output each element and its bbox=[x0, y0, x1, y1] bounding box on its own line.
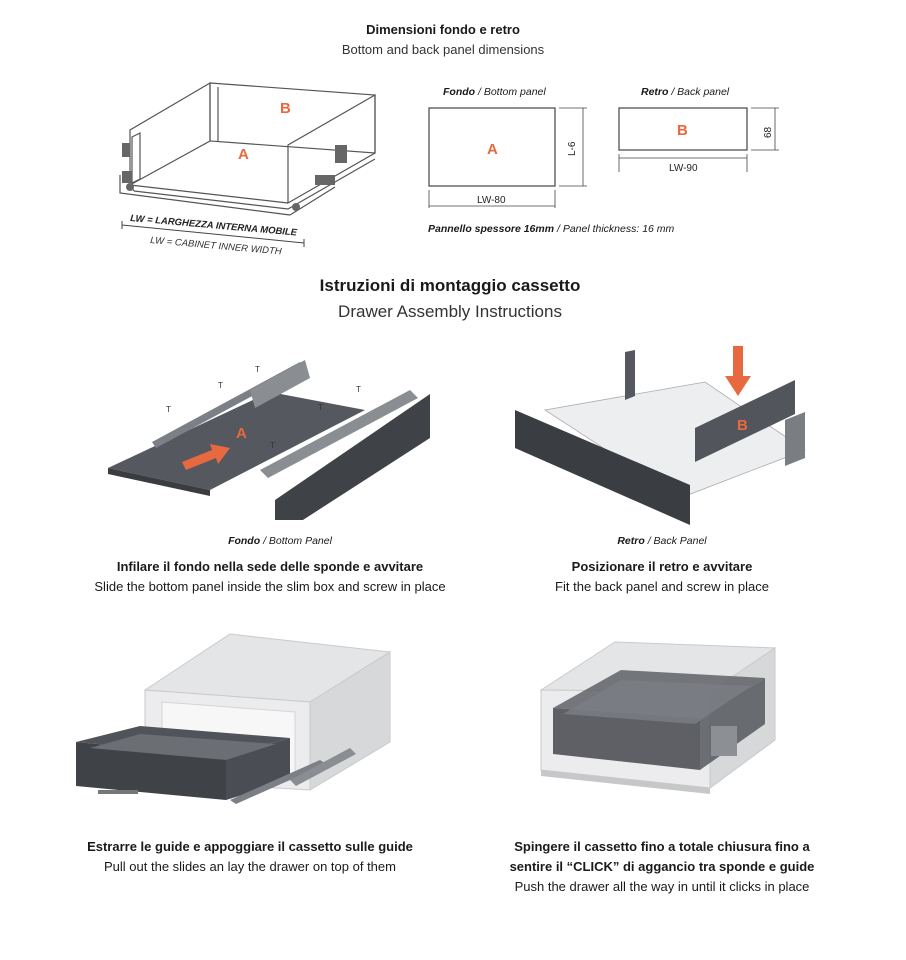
bottom-panel-label: A bbox=[487, 141, 498, 158]
svg-text:T: T bbox=[166, 405, 171, 414]
step3-subtitle: Pull out the slides an lay the drawer on… bbox=[104, 859, 396, 874]
step4-title-line1: Spingere il cassetto fino a totale chius… bbox=[514, 839, 810, 854]
back-panel-label: B bbox=[677, 122, 688, 139]
step4-illustration bbox=[539, 641, 777, 794]
step4-subtitle: Push the drawer all the way in until it … bbox=[514, 879, 810, 894]
instructions-title-en: Drawer Assembly Instructions bbox=[338, 302, 562, 321]
step2-subtitle: Fit the back panel and screw in place bbox=[555, 579, 769, 594]
svg-text:T: T bbox=[218, 381, 223, 390]
step1-subtitle: Slide the bottom panel inside the slim b… bbox=[94, 579, 446, 594]
step1-title: Infilare il fondo nella sede delle spond… bbox=[116, 559, 424, 574]
step1-label: A bbox=[236, 425, 247, 442]
bottom-panel-caption: Fondo / Bottom panel bbox=[443, 86, 546, 98]
bottom-panel-side-dim: L-6 bbox=[567, 141, 578, 156]
step2-label: B bbox=[737, 417, 748, 434]
step1-caption: Fondo / Bottom Panel bbox=[228, 535, 332, 547]
back-panel-diagram: B 68 LW-90 bbox=[618, 107, 779, 174]
panel-thickness-note: Pannello spessore 16mm / Panel thickness… bbox=[428, 223, 675, 235]
bottom-panel-diagram: A L-6 LW-80 bbox=[428, 107, 587, 208]
back-panel-side-dim: 68 bbox=[763, 126, 774, 138]
step1-illustration: T T T T T T A bbox=[108, 360, 430, 520]
svg-text:T: T bbox=[318, 403, 323, 412]
back-panel-bottom-dim: LW-90 bbox=[669, 163, 698, 174]
svg-text:T: T bbox=[356, 385, 361, 394]
back-panel-caption: Retro / Back panel bbox=[641, 86, 730, 98]
step2-caption: Retro / Back Panel bbox=[617, 535, 707, 547]
step3-illustration bbox=[76, 633, 392, 804]
drawer-label-a: A bbox=[238, 146, 249, 163]
svg-text:T: T bbox=[270, 441, 275, 450]
bottom-panel-bottom-dim: LW-80 bbox=[477, 195, 506, 206]
instructions-title-it: Istruzioni di montaggio cassetto bbox=[319, 276, 581, 295]
svg-text:T: T bbox=[255, 365, 260, 374]
dimensions-title-en: Bottom and back panel dimensions bbox=[341, 42, 545, 57]
step4-title-line2: sentire il “CLICK” di aggancio tra spond… bbox=[509, 859, 815, 874]
dimensions-title-it: Dimensioni fondo e retro bbox=[366, 22, 520, 37]
step2-illustration: B bbox=[515, 346, 806, 525]
step3-title: Estrarre le guide e appoggiare il casset… bbox=[87, 839, 413, 854]
drawer-label-b: B bbox=[280, 100, 291, 117]
step2-title: Posizionare il retro e avvitare bbox=[571, 559, 753, 574]
drawer-outline-diagram: B A LW = LARGHEZZA INTERNA MOBILE LW = C… bbox=[119, 81, 376, 257]
